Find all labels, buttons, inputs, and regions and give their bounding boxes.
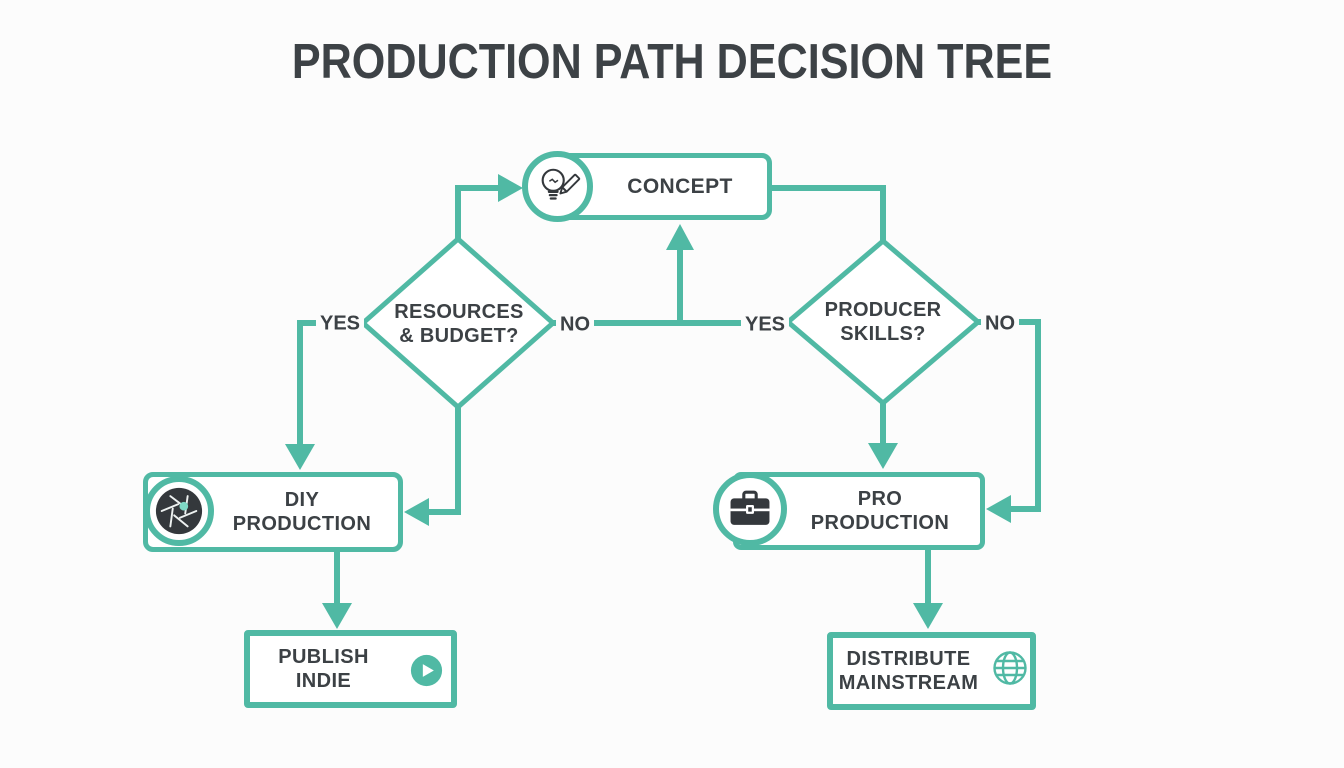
node-resources-budget-diamond[interactable] [359,235,557,411]
arrowhead-into-concept-bottom [666,224,694,250]
node-concept-label: CONCEPT [627,174,733,198]
node-producer-skills-diamond[interactable] [784,237,982,407]
node-diy-production-label: DIY PRODUCTION [232,489,372,535]
page-title: PRODUCTION PATH DECISION TREE [291,35,1053,89]
edge-label-skills-yes: YES [740,313,790,337]
globe-icon [990,648,1030,688]
edge-label-skills-no: NO [981,312,1019,336]
edge-resources-bottom-line [429,403,461,515]
node-distribute-mainstream-label: DISTRIBUTE MAINSTREAM [838,648,979,694]
edge-concept-to-skills-line [772,185,886,246]
camera-aperture-icon [144,476,214,546]
node-resources-budget-label: RESOURCES & BUDGET? [394,301,524,347]
arrowhead-into-concept-left [498,174,523,202]
edge-resources-yes-line [297,320,363,446]
arrowhead-into-distribute-top [913,603,943,629]
arrowhead-into-pro-right [986,495,1011,523]
node-publish-indie-label: PUBLISH INDIE [278,646,369,692]
arrowhead-into-publish-top [322,603,352,629]
edge-label-resources-no: NO [556,313,594,337]
lightbulb-pencil-icon [522,151,593,222]
briefcase-icon [713,472,787,546]
node-producer-skills-label: PRODUCER SKILLS? [824,299,942,345]
arrowhead-into-diy-right [404,498,429,526]
arrowhead-into-pro-top [868,443,898,469]
edge-label-resources-yes: YES [315,312,365,336]
play-icon [410,654,443,687]
edge-resources-to-concept-line [455,185,498,246]
node-pro-production-label: PRO PRODUCTION [810,488,950,534]
node-distribute-mainstream[interactable]: DISTRIBUTE MAINSTREAM [827,632,1036,710]
arrowhead-into-diy-top [285,444,315,470]
